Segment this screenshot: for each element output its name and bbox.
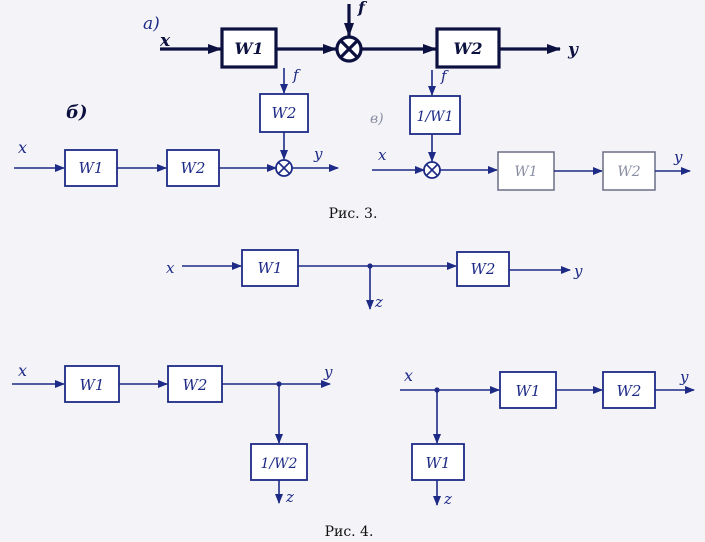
- fig4-left-w1-label: W1: [80, 376, 105, 394]
- fig4-right-diagram: x W1 W2 y W1 z: [400, 366, 695, 508]
- fig4-top-w1-label: W1: [258, 259, 283, 277]
- fig3c-label: в): [370, 111, 384, 127]
- fig3a-diagram: а) x W1 f W2 y: [143, 0, 579, 69]
- fig3b-w2-label: W2: [181, 159, 206, 177]
- fig4-right-output-z: z: [443, 490, 452, 508]
- fig4-top-input-x: x: [166, 259, 175, 277]
- fig4-top-block-w2: [456, 251, 510, 287]
- fig3a-w2-label: W2: [453, 39, 482, 58]
- fig3c-sum-cross-b: [425, 163, 439, 177]
- fig3a-input-x: x: [159, 31, 171, 51]
- fig3a-label: а): [143, 14, 160, 34]
- fig3c-output-y: y: [673, 148, 683, 166]
- fig3c-diagram: в) x f 1/W1 W1 W2 y: [370, 67, 691, 191]
- fig4-left-block-w1: [64, 365, 120, 403]
- fig3b-disturbance-f: f: [292, 66, 301, 84]
- fig4-left-diagram: x W1 W2 y 1/W2 z: [12, 361, 333, 506]
- fig4-left-input-x: x: [18, 361, 27, 380]
- fig3a-disturbance-f: f: [357, 0, 368, 17]
- fig4-top-diagram: x W1 z W2 y: [166, 249, 583, 311]
- fig4-right-block-w2: [602, 371, 656, 409]
- fig4-top-w2-label: W2: [471, 260, 496, 278]
- fig4-right-w1-label: W1: [516, 382, 541, 400]
- fig4-left-output-z: z: [285, 488, 294, 506]
- fig3b-sum-cross-b: [277, 161, 291, 175]
- fig3c-w1-label: W1: [514, 164, 537, 180]
- fig3b-output-y: y: [313, 145, 323, 163]
- fig4-left-block-w2: [167, 365, 223, 403]
- fig4-top-output-y: y: [573, 262, 583, 280]
- fig4-right-output-y: y: [679, 368, 689, 386]
- fig4-caption: Рис. 4.: [325, 524, 374, 540]
- fig4-top-block-w1: [241, 249, 299, 287]
- fig3b-input-x: x: [18, 138, 27, 157]
- fig4-right-w2-label: W2: [617, 382, 642, 400]
- fig4-left-block-inv-w2: [250, 443, 308, 481]
- fig3a-output-y: y: [567, 40, 579, 60]
- fig4-left-w2-label: W2: [183, 376, 208, 394]
- fig3c-input-x: x: [378, 146, 387, 164]
- fig3-caption: Рис. 3.: [329, 206, 378, 222]
- fig3b-diagram: б) x W1 W2 f W2 y: [14, 66, 339, 187]
- fig3b-block-w2-feed: [259, 93, 309, 133]
- fig4-right-block-w1-branch: [411, 443, 465, 481]
- fig3a-block-w2: [435, 27, 501, 69]
- fig3c-w2-label: W2: [617, 164, 640, 180]
- fig3c-inv-w1-label: 1/W1: [417, 109, 454, 125]
- fig3b-w2-feed-label: W2: [272, 104, 297, 122]
- fig4-left-output-y: y: [323, 363, 333, 381]
- fig3a-w1-label: W1: [234, 39, 263, 58]
- fig4-right-input-x: x: [404, 366, 413, 385]
- fig3c-disturbance-f: f: [440, 67, 449, 85]
- fig3a-sum-cross-b: [339, 39, 359, 59]
- fig3b-w1-label: W1: [79, 159, 104, 177]
- fig3b-label: б): [66, 102, 88, 123]
- fig4-top-output-z: z: [374, 293, 383, 311]
- fig4-left-inv-w2-label: 1/W2: [261, 456, 298, 472]
- fig4-right-w1-branch-label: W1: [426, 454, 451, 472]
- fig3c-block-inv-w1: [409, 95, 461, 135]
- fig3c-block-w2: [602, 151, 656, 191]
